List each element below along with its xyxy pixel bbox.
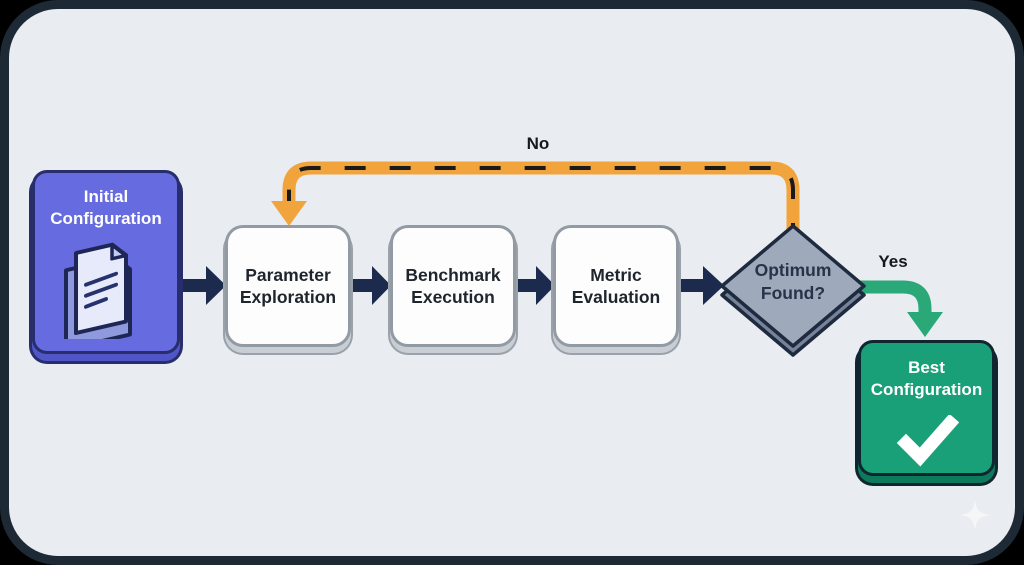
edge-label-no: No — [526, 134, 550, 153]
node-metric-evaluation: Metric Evaluation — [553, 225, 679, 347]
sparkle-icon — [958, 498, 992, 537]
node-parameter-exploration: Parameter Exploration — [225, 225, 351, 347]
edge-label-yes: Yes — [878, 252, 908, 271]
checkmark-icon — [894, 413, 960, 472]
node-label: Benchmark Execution — [405, 264, 501, 307]
node-best-configuration: Best Configuration — [858, 340, 995, 476]
node-label: Best Configuration — [870, 358, 983, 399]
node-initial-configuration: Initial Configuration — [32, 170, 180, 354]
node-benchmark-execution: Benchmark Execution — [390, 225, 516, 347]
node-label: Parameter Exploration — [239, 264, 337, 307]
document-icon — [60, 231, 152, 352]
node-label: Initial Configuration — [50, 187, 162, 228]
node-optimum-found-label: Optimum Found? — [754, 260, 832, 303]
node-label: Metric Evaluation — [571, 264, 661, 307]
